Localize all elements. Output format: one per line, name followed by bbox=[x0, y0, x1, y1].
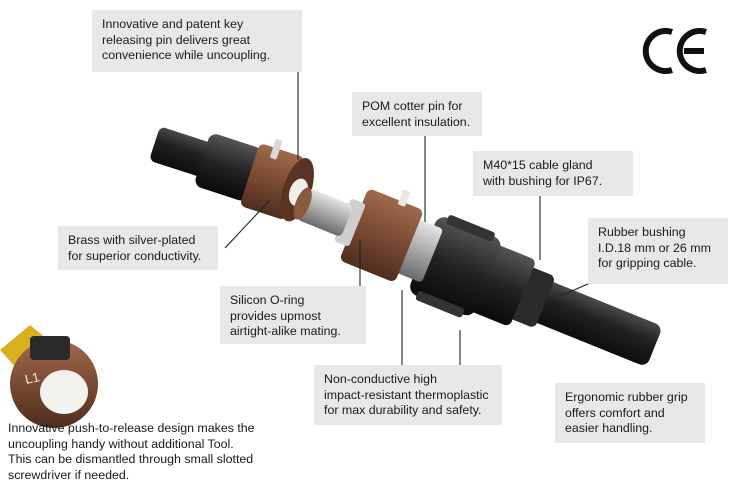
callout-pom-pin: POM cotter pin for excellent insulation. bbox=[352, 92, 482, 136]
pom-cotter-pin bbox=[398, 189, 411, 207]
rubber-bushing bbox=[506, 266, 554, 327]
inset-button bbox=[30, 336, 70, 360]
callout-cable-gland: M40*15 cable gland with bushing for IP67… bbox=[473, 151, 633, 196]
right-cable bbox=[528, 280, 661, 365]
left-plug-body bbox=[195, 134, 261, 201]
left-plug bbox=[150, 127, 314, 222]
o-ring bbox=[334, 199, 366, 247]
grip-ridge-bottom bbox=[415, 291, 465, 318]
release-inset: L1 bbox=[0, 325, 98, 428]
inset-insulator bbox=[40, 370, 88, 414]
callout-grip: Ergonomic rubber grip offers comfort and… bbox=[555, 383, 705, 443]
brass-contact-tube bbox=[297, 189, 353, 236]
left-release-pin bbox=[270, 139, 283, 160]
callout-brass: Brass with silver-plated for superior co… bbox=[58, 226, 218, 270]
grip-ridge bbox=[446, 215, 495, 242]
callout-rubber-bushing: Rubber bushing I.D.18 mm or 26 mm for gr… bbox=[588, 218, 728, 284]
push-release-caption: Innovative push-to-release design makes … bbox=[8, 421, 255, 482]
contact-tip bbox=[293, 187, 312, 220]
inset-label: L1 bbox=[24, 369, 41, 387]
right-assembly bbox=[293, 187, 661, 365]
ce-mark bbox=[642, 28, 707, 74]
callout-oring: Silicon O-ring provides upmost airtight-… bbox=[220, 286, 366, 344]
callout-release-pin: Innovative and patent key releasing pin … bbox=[92, 10, 302, 72]
left-cable bbox=[150, 127, 216, 178]
callout-thermoplastic: Non-conductive high impact-resistant the… bbox=[314, 365, 502, 425]
